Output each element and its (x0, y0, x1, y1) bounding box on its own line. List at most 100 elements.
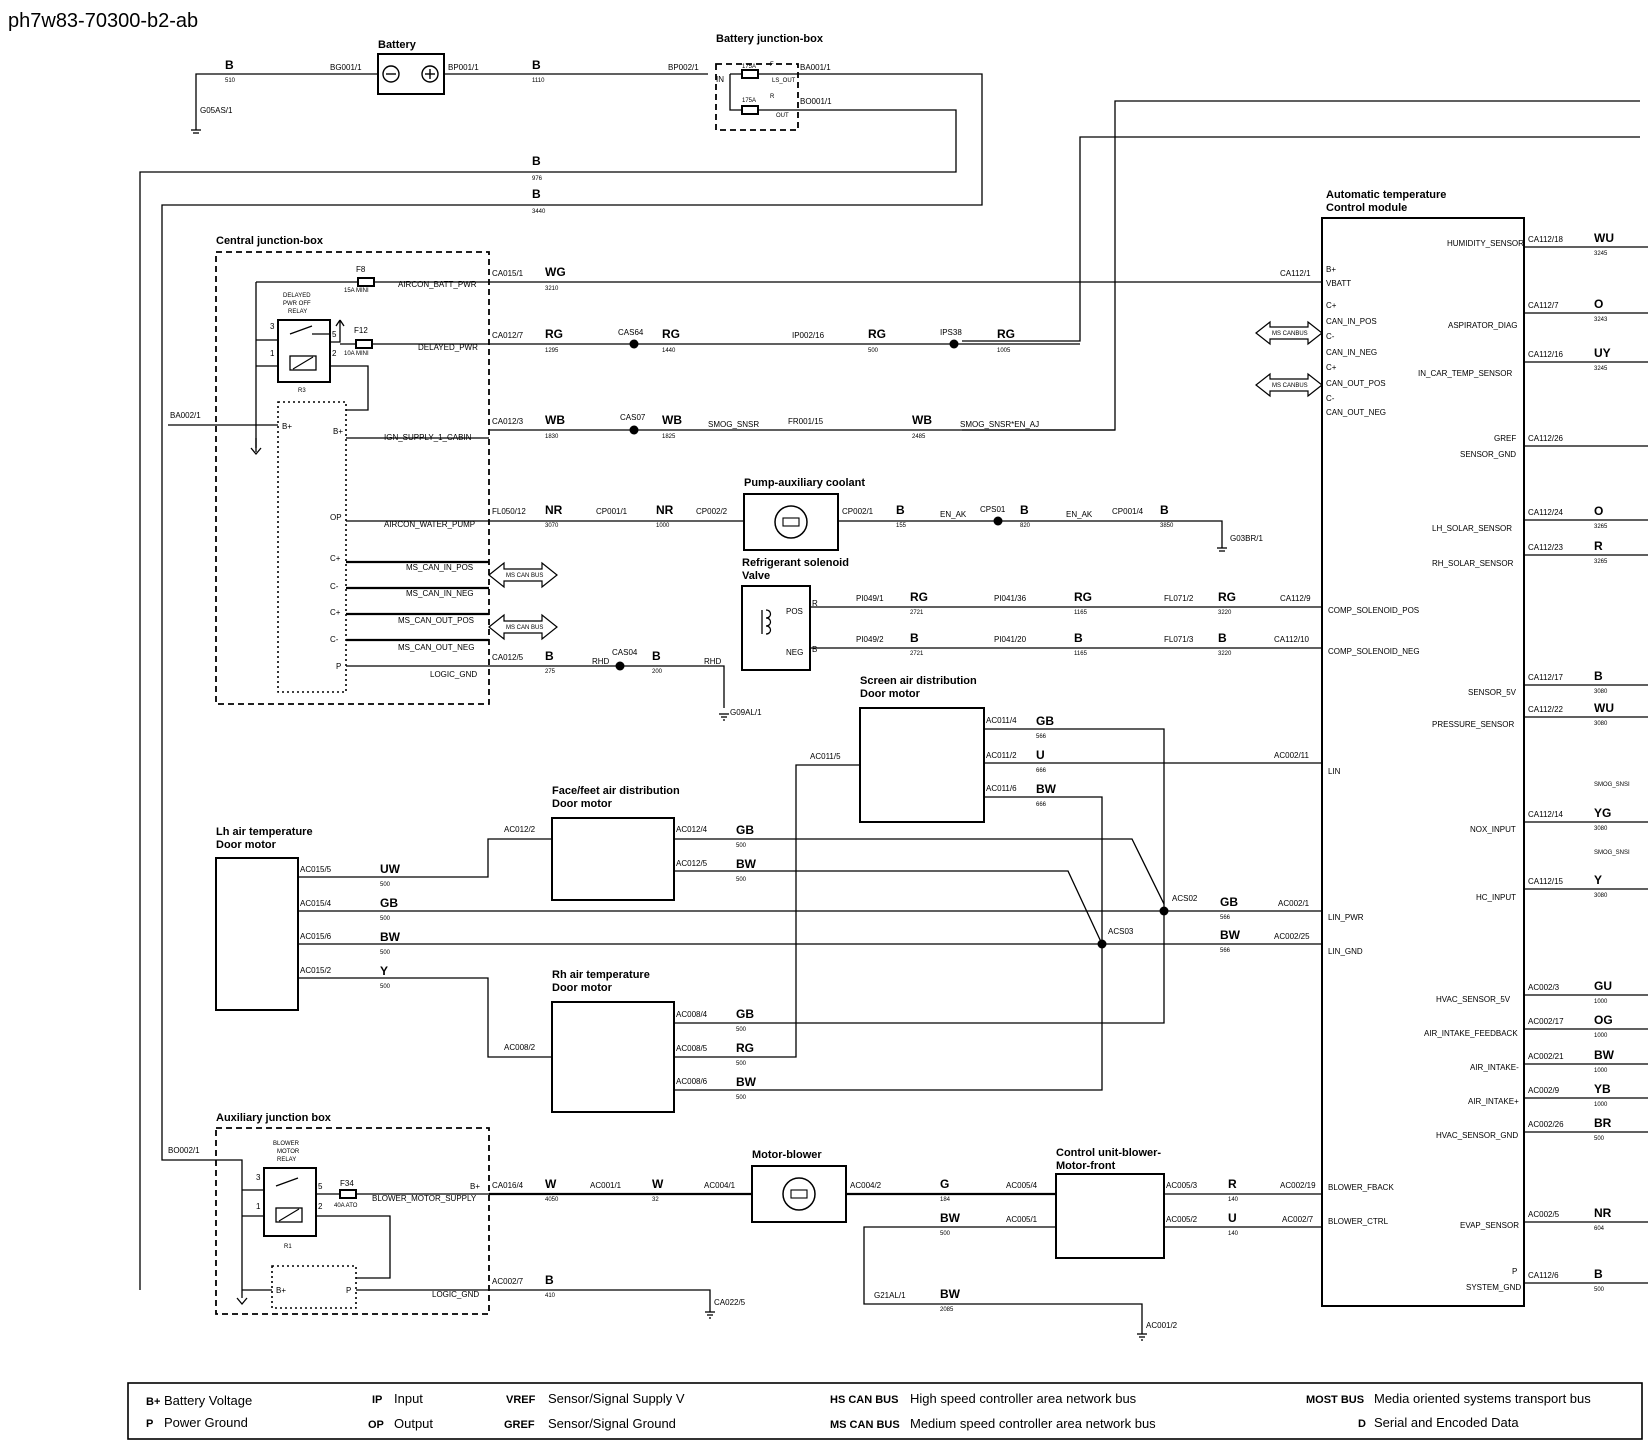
svg-text:10A MINI: 10A MINI (344, 351, 369, 357)
svg-text:184: 184 (940, 1197, 951, 1203)
svg-text:4050: 4050 (545, 1197, 559, 1203)
ms-can-bus-arrow (488, 561, 558, 589)
svg-text:AC001/1: AC001/1 (590, 1181, 622, 1190)
svg-text:High speed controller area net: High speed controller area network bus (910, 1391, 1137, 1406)
svg-text:AC001/2: AC001/2 (1146, 1321, 1178, 1330)
svg-text:B: B (545, 649, 554, 663)
svg-text:C+: C+ (1326, 363, 1337, 372)
battery-title: Battery (378, 39, 417, 51)
svg-text:CA022/5: CA022/5 (714, 1298, 746, 1307)
svg-text:G09AL/1: G09AL/1 (730, 708, 762, 717)
svg-text:FL071/2: FL071/2 (1164, 594, 1194, 603)
svg-text:NR: NR (656, 503, 674, 517)
svg-text:R: R (770, 94, 775, 100)
svg-text:B: B (910, 631, 919, 645)
svg-text:500: 500 (940, 1231, 951, 1237)
svg-text:3070: 3070 (545, 523, 559, 529)
svg-text:GB: GB (736, 823, 754, 837)
svg-text:BW: BW (1220, 928, 1241, 942)
svg-text:BO001/1: BO001/1 (800, 97, 832, 106)
central-jbox-box (215, 251, 490, 705)
svg-text:RG: RG (1218, 590, 1236, 604)
svg-text:BP002/1: BP002/1 (668, 63, 699, 72)
svg-text:Y: Y (380, 964, 388, 978)
svg-text:BLOWER_FBACK: BLOWER_FBACK (1328, 1183, 1394, 1192)
atc-right-wire-number: 1000 (1594, 1033, 1608, 1039)
svg-text:RG: RG (1074, 590, 1092, 604)
svg-text:32: 32 (652, 1197, 659, 1203)
svg-text:B: B (532, 187, 541, 201)
svg-text:G03BR/1: G03BR/1 (1230, 534, 1263, 543)
svg-text:Media oriented systems transpo: Media oriented systems transport bus (1374, 1391, 1591, 1406)
svg-text:PWR OFF: PWR OFF (283, 301, 311, 307)
delayed-relay-box (277, 319, 331, 383)
svg-text:ACS03: ACS03 (1108, 927, 1134, 936)
svg-text:HVAC_SENSOR_GND: HVAC_SENSOR_GND (1436, 1131, 1518, 1140)
fuse-icon (339, 1189, 357, 1199)
svg-text:P: P (146, 1418, 153, 1430)
svg-text:1: 1 (270, 349, 275, 358)
svg-text:CA015/1: CA015/1 (492, 269, 524, 278)
svg-text:ASPIRATOR_DIAG: ASPIRATOR_DIAG (1448, 321, 1518, 330)
battery-section: Battery BG001/1 BP001/1 B 510 B 1110 G05… (139, 33, 983, 1290)
svg-text:Automatic temperature: Automatic temperature (1326, 189, 1446, 201)
svg-text:PI049/2: PI049/2 (856, 635, 884, 644)
svg-text:2485: 2485 (912, 434, 926, 440)
svg-text:BLOWER_CTRL: BLOWER_CTRL (1328, 1217, 1389, 1226)
svg-text:2: 2 (332, 349, 337, 358)
svg-text:LS_OUT: LS_OUT (772, 78, 796, 84)
atc-right-wire-number: 604 (1594, 1226, 1605, 1232)
svg-text:410: 410 (545, 1293, 556, 1299)
svg-text:155: 155 (896, 523, 907, 529)
atc-right-wire-color: GU (1594, 979, 1612, 993)
svg-text:CP001/4: CP001/4 (1112, 507, 1144, 516)
svg-text:1165: 1165 (1074, 610, 1088, 616)
battery-jbox-box (715, 63, 799, 131)
svg-text:Motor-front: Motor-front (1056, 1160, 1116, 1172)
svg-text:AC011/6: AC011/6 (986, 784, 1017, 793)
svg-text:MOST BUS: MOST BUS (1306, 1394, 1364, 1406)
svg-text:B: B (532, 58, 541, 72)
svg-text:SMOG_SNSR*EN_AJ: SMOG_SNSR*EN_AJ (960, 420, 1039, 429)
legend-box (127, 1382, 1643, 1440)
svg-text:AC012/2: AC012/2 (504, 825, 536, 834)
svg-text:B: B (652, 649, 661, 663)
svg-text:POS: POS (786, 607, 803, 616)
ground-icon (1137, 1333, 1147, 1341)
svg-text:C+: C+ (1326, 301, 1337, 310)
svg-text:2085: 2085 (940, 1307, 954, 1313)
svg-text:DELAYED: DELAYED (283, 293, 311, 299)
fuse-icon (741, 105, 759, 115)
atc-right-wire-number: 3245 (1594, 251, 1608, 257)
svg-text:G21AL/1: G21AL/1 (874, 1291, 906, 1300)
atc-right-connector-label: AC002/3 (1528, 983, 1560, 992)
svg-text:CPS01: CPS01 (980, 505, 1006, 514)
aux-module-box (271, 1265, 357, 1309)
svg-text:VBATT: VBATT (1326, 279, 1351, 288)
face-motor-box (551, 817, 675, 901)
svg-text:PI041/36: PI041/36 (994, 594, 1027, 603)
svg-text:CAS04: CAS04 (612, 648, 638, 657)
svg-text:BW: BW (1036, 782, 1057, 796)
svg-text:AC015/2: AC015/2 (300, 966, 332, 975)
svg-text:Motor-blower: Motor-blower (752, 1149, 822, 1161)
svg-text:OUT: OUT (776, 113, 789, 119)
svg-text:B: B (1020, 503, 1029, 517)
svg-text:SENSOR_GND: SENSOR_GND (1460, 450, 1516, 459)
central-jbox-section: Central junction-box DELAYED PWR OFF REL… (168, 235, 558, 705)
ms-can-bus-arrow (1255, 320, 1323, 346)
svg-text:EVAP_SENSOR: EVAP_SENSOR (1460, 1221, 1519, 1230)
svg-text:Serial and Encoded Data: Serial and Encoded Data (1374, 1415, 1519, 1430)
svg-text:MS_CAN_OUT_NEG: MS_CAN_OUT_NEG (398, 643, 474, 652)
svg-text:MS_CAN_IN_NEG: MS_CAN_IN_NEG (406, 589, 474, 598)
svg-text:CAN_IN_NEG: CAN_IN_NEG (1326, 348, 1377, 357)
svg-text:Battery Voltage: Battery Voltage (164, 1393, 252, 1408)
svg-text:500: 500 (736, 1061, 747, 1067)
screen-motor-box (859, 707, 985, 823)
svg-text:BA001/1: BA001/1 (800, 63, 831, 72)
svg-text:WB: WB (545, 413, 565, 427)
atc-right-wire-number: 3265 (1594, 524, 1608, 530)
svg-text:C-: C- (1326, 394, 1335, 403)
svg-text:SMOG_SNSR: SMOG_SNSR (708, 420, 759, 429)
